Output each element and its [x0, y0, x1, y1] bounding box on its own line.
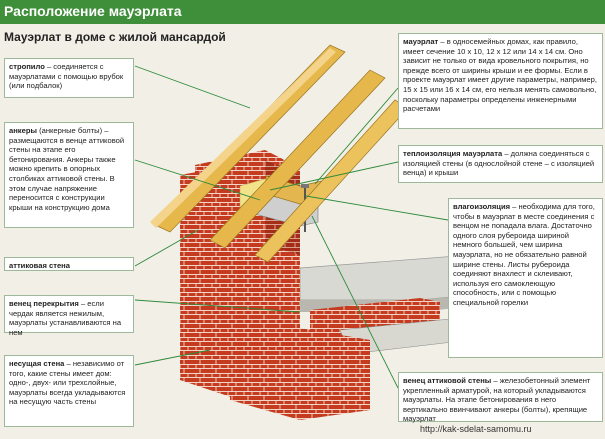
label-bearing-wall: несущая стена – независимо от того, каки…: [4, 355, 134, 427]
label-attic-crown: венец аттиковой стены – железобетонный э…: [398, 372, 603, 423]
diagram-subtitle: Мауэрлат в доме с жилой мансардой: [4, 30, 226, 44]
label-attic-wall: аттиковая стена: [4, 257, 134, 271]
page-title: Расположение мауэрлата: [4, 3, 182, 19]
header-bar: Расположение мауэрлата: [0, 0, 605, 24]
label-anchors: анкеры (анкерные болты) – размещаются в …: [4, 122, 134, 228]
label-rafter: стропило – соединяется с мауэрлатами с п…: [4, 58, 134, 98]
label-mauerlat: мауэрлат – в односемейных домах, как пра…: [398, 33, 603, 129]
watermark-url: http://kak-sdelat-samomu.ru: [420, 424, 532, 434]
label-thermal-insulation: теплоизоляция мауэрлата – должна соединя…: [398, 145, 603, 183]
label-moisture-insulation: влагоизоляция – необходима для того, что…: [448, 198, 603, 358]
label-floor-crown: венец перекрытия – если чердак является …: [4, 295, 134, 337]
rafter-2: [209, 69, 386, 249]
